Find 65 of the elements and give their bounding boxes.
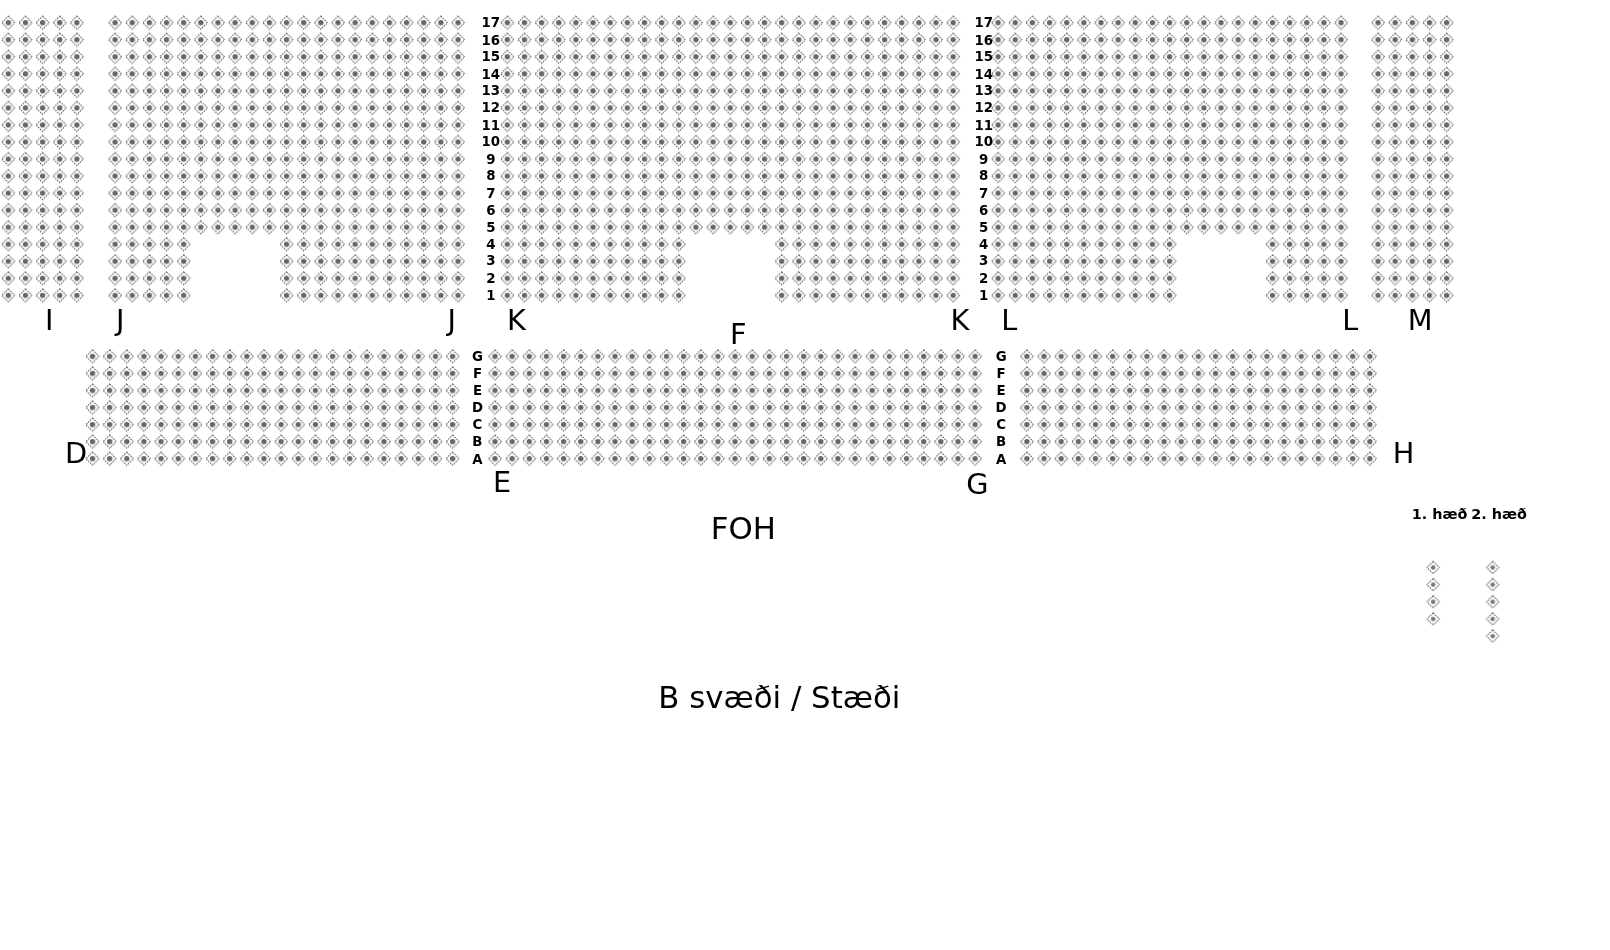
row-label: D — [471, 400, 483, 415]
row-number: 10 — [974, 135, 993, 149]
row-number: 6 — [979, 203, 989, 217]
row-number: 9 — [486, 152, 496, 166]
row-number: 16 — [481, 32, 501, 47]
row-label: F — [472, 366, 483, 380]
area-label: FOH — [710, 513, 776, 545]
floor-label: 2. hæð — [1471, 506, 1527, 521]
row-label: E — [472, 383, 483, 398]
row-label: A — [472, 451, 483, 466]
section-label: J — [447, 306, 457, 335]
section-label: L — [1001, 306, 1018, 335]
section-label: G — [966, 470, 989, 499]
row-number: 7 — [486, 186, 496, 200]
row-number: 12 — [481, 101, 501, 115]
row-number: 1 — [979, 288, 989, 302]
row-label: E — [996, 383, 1006, 398]
row-number: 15 — [974, 50, 993, 64]
section-label: F — [730, 320, 747, 350]
row-number: 7 — [979, 186, 989, 200]
row-number: 5 — [486, 220, 496, 234]
row-label: G — [472, 349, 483, 363]
section-label: M — [1407, 306, 1433, 335]
row-number: 4 — [979, 237, 989, 251]
row-number: 13 — [974, 84, 993, 98]
section-label: H — [1392, 439, 1415, 469]
section-label: K — [507, 306, 526, 335]
floor-label: 1. hæð — [1411, 506, 1468, 521]
section-label: I — [45, 306, 54, 335]
row-label: A — [995, 451, 1007, 466]
row-label: G — [995, 349, 1007, 363]
row-number: 16 — [974, 32, 993, 47]
section-label: J — [115, 306, 125, 335]
row-number: 15 — [481, 50, 501, 64]
row-label: B — [996, 434, 1007, 449]
row-number: 17 — [481, 15, 501, 30]
section-label: K — [950, 306, 970, 335]
row-label: C — [996, 417, 1007, 432]
row-number: 11 — [481, 118, 501, 132]
row-number: 5 — [979, 220, 989, 234]
row-number: 8 — [979, 169, 989, 183]
row-number: 12 — [974, 101, 993, 115]
row-number: 3 — [486, 254, 496, 268]
row-number: 10 — [481, 135, 501, 149]
section-label: D — [64, 439, 88, 469]
row-label: D — [995, 400, 1007, 415]
row-number: 9 — [979, 152, 989, 166]
row-number: 13 — [481, 84, 501, 98]
row-number: 11 — [974, 118, 993, 132]
row-number: 14 — [974, 67, 993, 81]
row-number: 17 — [974, 15, 993, 30]
row-number: 2 — [979, 271, 989, 285]
row-number: 14 — [481, 67, 501, 81]
row-number: 3 — [979, 254, 989, 268]
row-number: 1 — [486, 288, 496, 302]
area-label: B svæði / Stæði — [658, 682, 901, 714]
row-label: C — [472, 417, 483, 432]
row-label: F — [996, 366, 1006, 380]
section-label: L — [1342, 306, 1359, 335]
row-label: B — [472, 434, 483, 449]
section-label: E — [493, 468, 512, 497]
row-number: 2 — [486, 271, 496, 285]
row-number: 8 — [486, 169, 496, 183]
row-number: 4 — [486, 237, 496, 251]
row-number: 6 — [486, 203, 496, 217]
